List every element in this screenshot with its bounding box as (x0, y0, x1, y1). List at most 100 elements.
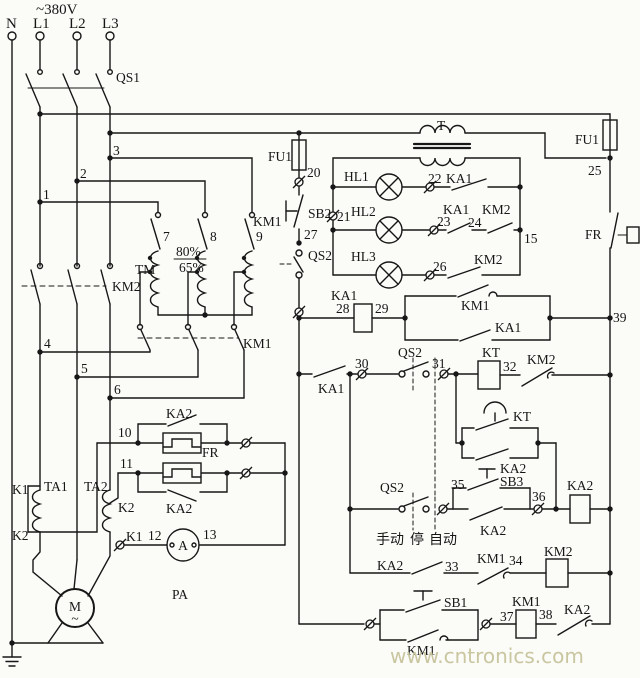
label-fr-contact: FR (585, 227, 602, 242)
label-ka1-hl1: KA1 (446, 171, 472, 186)
wire-12: 12 (148, 528, 162, 543)
label-km1-upper: KM1 (253, 214, 282, 229)
label-ka2-interlock: KA2 (564, 602, 590, 617)
km2-main-contacts (21, 262, 114, 305)
wire-29: 29 (375, 301, 389, 316)
labels-layer: ~380V N L1 L2 L3 QS1 1 2 3 4 5 6 7 8 9 K… (6, 2, 627, 668)
label-km1-interlock: KM1 (477, 551, 506, 566)
phase-l3-label: L3 (102, 16, 119, 32)
label-ta1: TA1 (44, 479, 68, 494)
phase-l1-label: L1 (33, 16, 50, 32)
wire-35: 35 (451, 477, 465, 492)
hl3-lamp-symbol (375, 261, 403, 289)
label-motor-m: M (69, 599, 81, 614)
wire-26: 26 (433, 259, 447, 274)
label-qs2-lower: QS2 (380, 480, 404, 495)
ground-icon (2, 642, 22, 667)
label-k1-meter: K1 (126, 529, 143, 544)
ka2-coil-symbol (569, 494, 591, 524)
label-km1-lower: KM1 (243, 336, 272, 351)
qs2-upper-contact (279, 249, 304, 279)
wire-4: 4 (44, 336, 51, 351)
label-tap80: 80% (176, 244, 201, 259)
label-pa: PA (172, 587, 188, 602)
label-sb2: SB2 (308, 206, 331, 221)
label-qs2-upper: QS2 (308, 248, 332, 263)
label-hl1: HL1 (344, 169, 369, 184)
wire-11: 11 (120, 456, 133, 471)
label-qs2-middle: QS2 (398, 345, 422, 360)
terminal-symbols (113, 175, 545, 631)
label-k2-ta2: K2 (118, 500, 135, 515)
label-qs1: QS1 (116, 70, 140, 85)
wire-6: 6 (114, 382, 121, 397)
label-fu1-left: FU1 (268, 149, 292, 164)
phase-l2-label: L2 (69, 16, 86, 32)
wire-7: 7 (163, 229, 170, 244)
kt-delay-ka2-seal-contacts (455, 401, 557, 510)
label-km1-seal: KM1 (461, 298, 490, 313)
qs1-switch-symbol (25, 68, 113, 108)
label-km2-hl2: KM2 (482, 202, 511, 217)
label-t: T (437, 118, 446, 133)
km1-coil-symbol (515, 609, 537, 639)
hl2-lamp-symbol (375, 216, 403, 244)
label-kt-coil: KT (482, 345, 501, 360)
label-km2-coil: KM2 (544, 544, 573, 559)
label-auto: 自动 (429, 532, 457, 548)
label-ka2-bypass-upper: KA2 (166, 406, 192, 421)
ka1-coil-symbol (353, 303, 373, 333)
km2-coil-symbol (545, 558, 569, 588)
label-k1-ta1: K1 (12, 482, 29, 497)
label-sb3: SB3 (500, 474, 524, 489)
label-sb1: SB1 (444, 595, 467, 610)
fr-trip-contact (610, 212, 640, 249)
label-hl3: HL3 (351, 249, 376, 264)
label-km1-coil: KM1 (512, 594, 541, 609)
ka2-interlock-contact (557, 615, 593, 636)
wire-31: 31 (432, 356, 446, 371)
label-km1-seal-lower: KM1 (407, 643, 436, 658)
wire-13: 13 (203, 527, 217, 542)
fu1-left-fuse (291, 139, 307, 171)
wire-9: 9 (256, 229, 263, 244)
fr-heater-elements (162, 432, 202, 484)
sb3-ka2-parallel-contacts (452, 468, 531, 521)
wiring (2, 31, 640, 667)
wire-3: 3 (113, 143, 120, 158)
label-km2-hl3: KM2 (474, 252, 503, 267)
wire-32: 32 (503, 359, 517, 374)
qs2-lower-contact (398, 492, 436, 531)
label-manual: 手动 (376, 532, 404, 548)
fu1-right-fuse (602, 119, 618, 151)
wire-34: 34 (509, 553, 523, 568)
wire-28: 28 (336, 301, 350, 316)
wire-5: 5 (81, 361, 88, 376)
phase-n-label: N (6, 16, 17, 32)
label-ka1-hl2: KA1 (443, 202, 469, 217)
label-ka1-aux: KA1 (318, 381, 344, 396)
label-kt-delay: KT (513, 409, 532, 424)
label-hl2: HL2 (351, 204, 376, 219)
t-transformer-symbol (412, 124, 472, 167)
label-ka2-aux: KA2 (377, 558, 403, 573)
ta2-ct-symbol (101, 489, 113, 533)
label-k2-ta1: K2 (12, 528, 29, 543)
label-tap65: 65% (179, 260, 204, 275)
wire-25: 25 (588, 163, 602, 178)
label-motor-wave: ~ (71, 611, 78, 626)
ta1-ct-symbol (27, 485, 43, 533)
wire-1: 1 (43, 187, 50, 202)
wire-8: 8 (210, 229, 217, 244)
label-ka1-seal: KA1 (495, 320, 521, 335)
watermark: www.cntronics.com (390, 644, 584, 668)
sb1-km1-parallel-contacts (379, 590, 479, 643)
wire-39: 39 (613, 310, 627, 325)
wire-38: 38 (539, 607, 553, 622)
wire-10: 10 (118, 425, 132, 440)
label-km2-main: KM2 (112, 279, 141, 294)
wire-15: 15 (524, 231, 538, 246)
km1-start-lower-contacts (136, 271, 245, 399)
wire-23: 23 (437, 214, 451, 229)
